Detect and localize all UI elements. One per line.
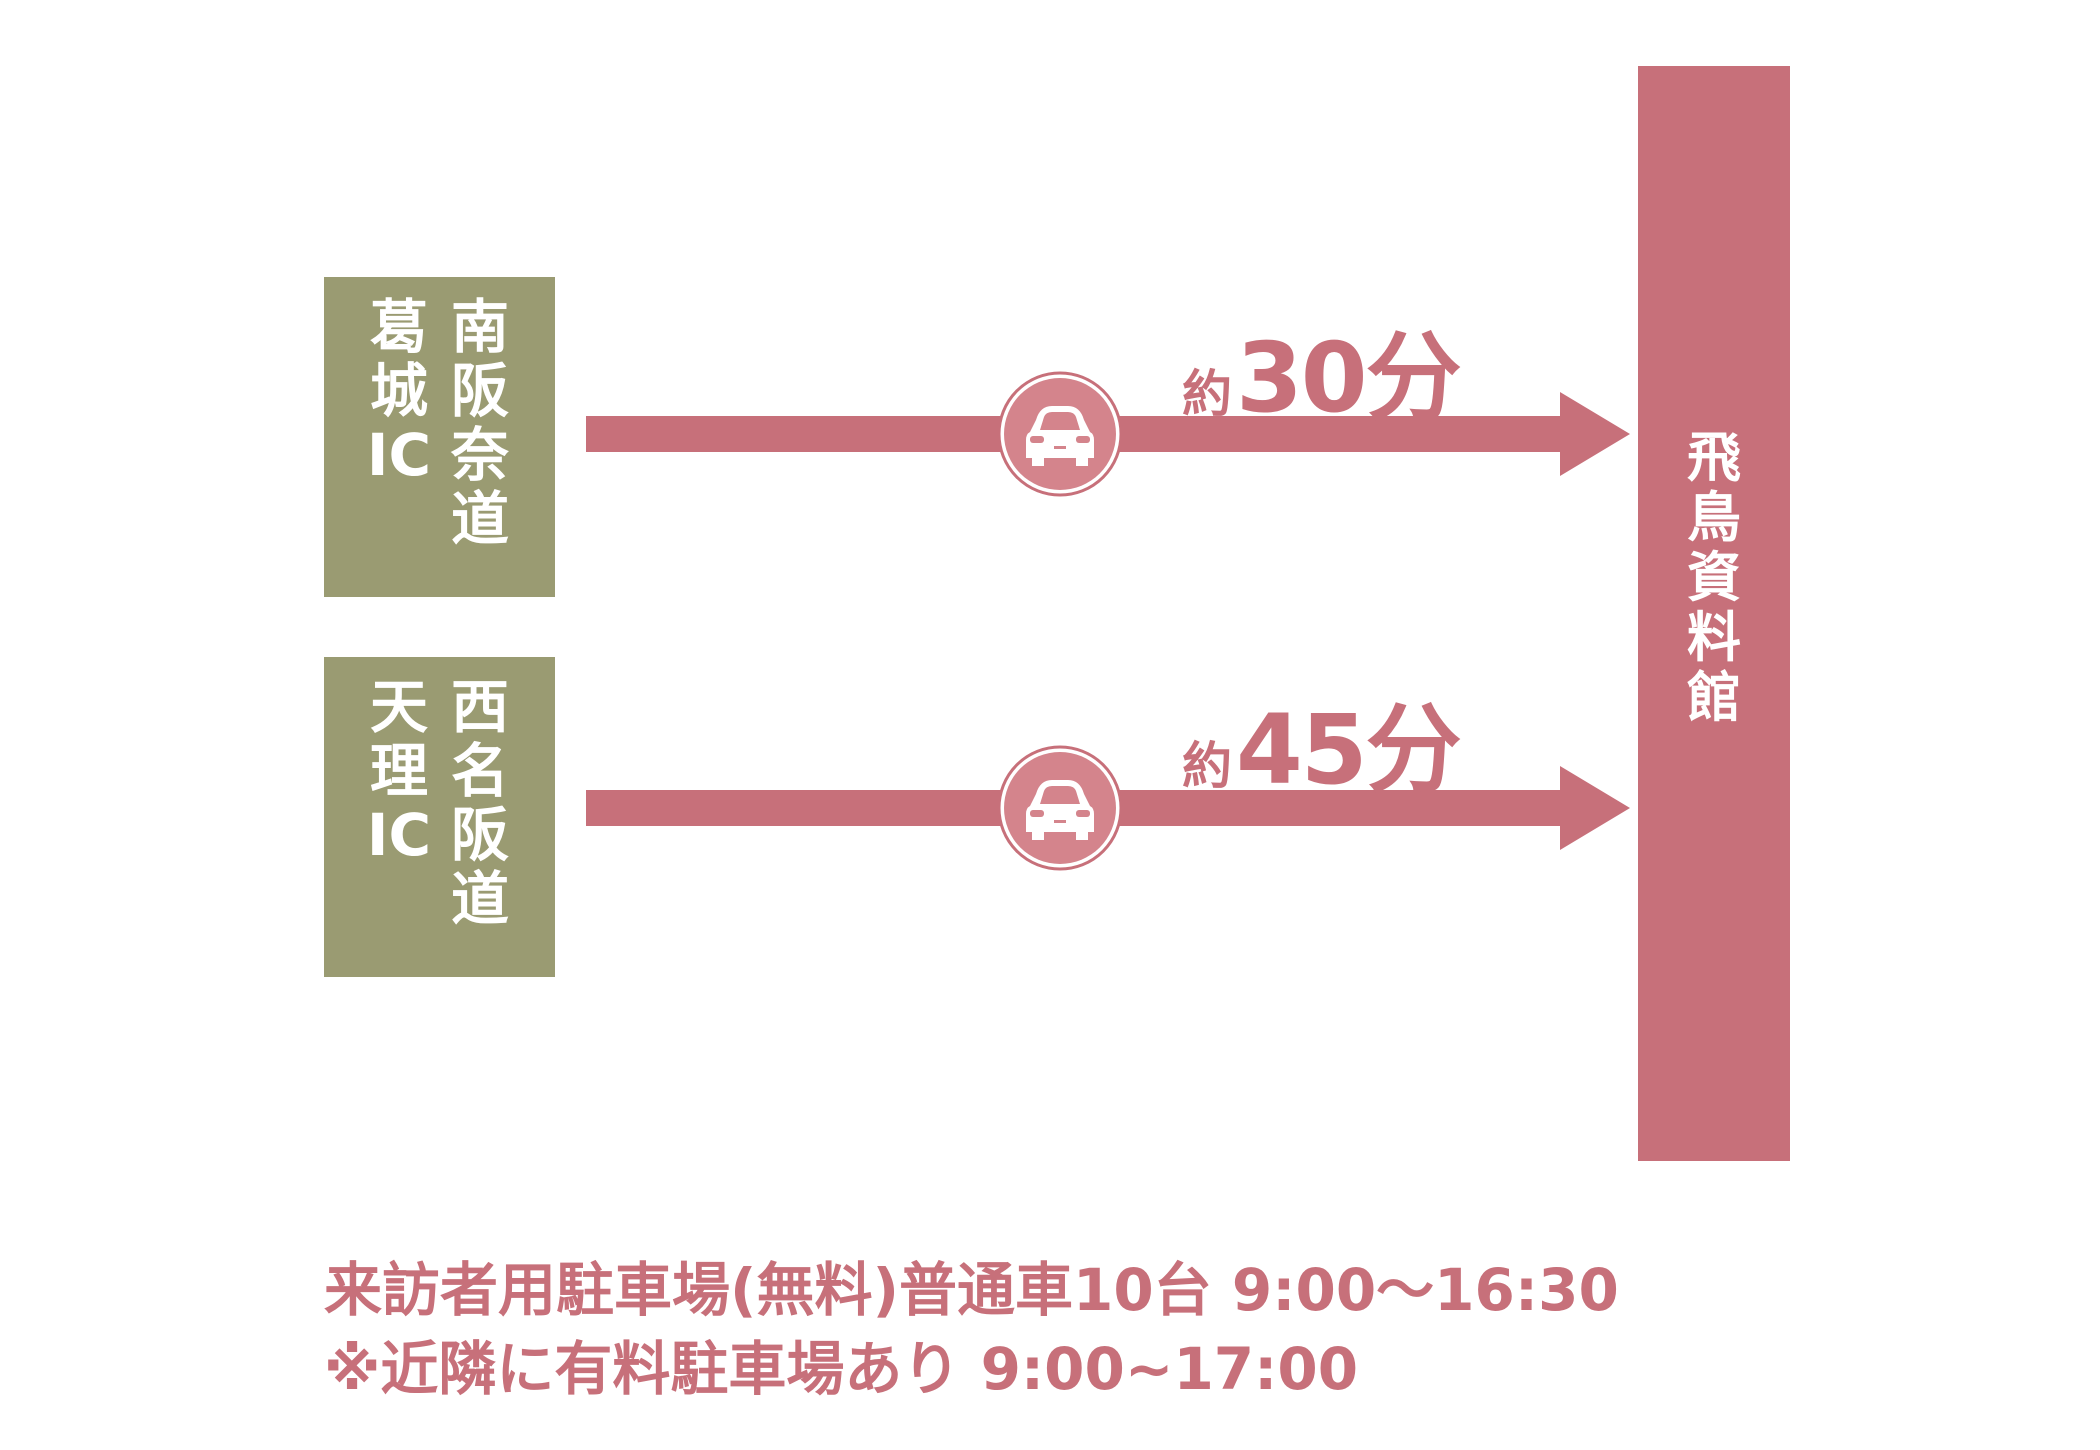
parking-note: 来訪者用駐車場(無料)普通車10台 9:00〜16:30 <box>324 1256 1619 1324</box>
expressway-label: 西 名 阪 道 <box>450 673 509 933</box>
interchange-label: 天 理 IC <box>366 673 432 869</box>
expressway-label: 南 阪 奈 道 <box>450 293 509 553</box>
duration-label-1: 約 30分 <box>1182 322 1462 434</box>
duration-label-2: 約 45分 <box>1182 694 1462 806</box>
origin-box-minami-hanna: 南 阪 奈 道 葛 城 IC <box>324 277 555 597</box>
destination-label: 飛 鳥 資 料 館 <box>1687 426 1741 729</box>
nearby-parking-note: ※近隣に有料駐車場あり 9:00~17:00 <box>324 1335 1359 1403</box>
car-icon <box>996 744 1124 872</box>
interchange-label: 葛 城 IC <box>366 293 432 489</box>
origin-box-nishi-meihan: 西 名 阪 道 天 理 IC <box>324 657 555 977</box>
car-icon <box>996 370 1124 498</box>
destination-box: 飛 鳥 資 料 館 <box>1638 66 1790 1161</box>
